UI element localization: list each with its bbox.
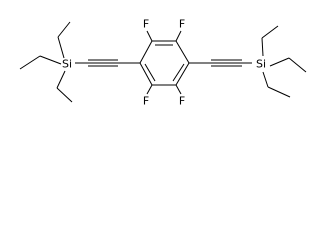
left-alkyne-triple-bond (75, 59, 140, 67)
ring-bond-4 (175, 62, 190, 86)
structure-canvas: Si Si F F F F (19, 17, 307, 108)
bond-f-top-right (175, 30, 182, 42)
bond-si-right-upper-ethyl-1 (261, 37, 264, 57)
bond-f-bottom-right (175, 84, 182, 95)
bond-si-left-lower-ethyl-2 (56, 87, 73, 103)
ring-inner-double-bond-right (172, 63, 185, 82)
ring-inner-double-bond-left (144, 63, 156, 82)
bond-si-left-mid-ethyl-2 (19, 55, 41, 70)
ring-bond-6 (139, 62, 153, 86)
bond-si-left-upper-ethyl-2 (57, 21, 71, 38)
tetrafluorobenzene-ring (139, 40, 190, 86)
ring-bond-3 (175, 40, 190, 64)
right-alkyne-triple-bond (189, 59, 252, 67)
right-triethylsilyl-group (261, 25, 307, 98)
atom-label-si-right: Si (256, 58, 266, 71)
atom-label-f-bottom-left: F (143, 95, 149, 108)
bond-si-left-mid-ethyl-1 (39, 55, 62, 65)
bond-f-bottom-left (146, 84, 153, 95)
ring-bond-1 (139, 40, 153, 64)
atom-label-f-top-left: F (143, 18, 149, 31)
bond-si-right-lower-ethyl-1 (262, 71, 269, 88)
bond-si-left-upper-ethyl-1 (57, 36, 65, 59)
bond-si-right-mid-ethyl-2 (288, 57, 307, 73)
bond-si-right-lower-ethyl-2 (267, 86, 291, 98)
fluorine-bonds (146, 30, 182, 95)
atom-label-f-top-right: F (179, 18, 185, 31)
atom-label-si-left: Si (62, 58, 72, 71)
bond-si-right-upper-ethyl-2 (261, 25, 279, 39)
bond-si-left-lower-ethyl-1 (56, 70, 66, 89)
bond-si-right-mid-ethyl-1 (269, 57, 290, 67)
chemical-structure-drawing: Si Si F F F F (19, 18, 307, 108)
atom-label-f-bottom-right: F (179, 95, 185, 108)
left-triethylsilyl-group (19, 21, 73, 103)
bond-f-top-left (146, 30, 153, 42)
